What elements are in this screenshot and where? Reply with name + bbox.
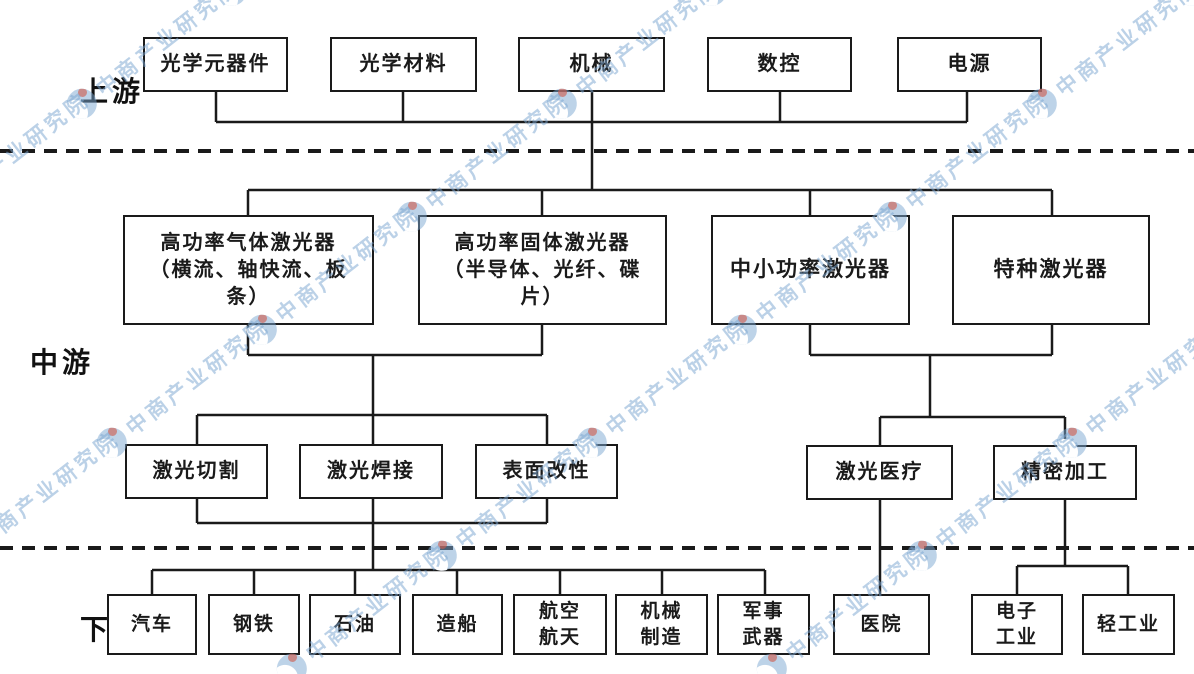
node-steel: 钢铁 [208,594,300,655]
stage-label-upstream: 上游 [80,76,145,107]
node-power-supply: 电源 [897,37,1042,92]
node-electronics-industry: 电子 工业 [971,594,1063,655]
upstream-connectors [214,92,969,190]
node-laser-medical: 激光医疗 [806,445,953,500]
node-optical-materials: 光学材料 [330,37,477,92]
node-petroleum: 石油 [309,594,401,655]
node-hospital: 医院 [833,594,930,655]
midstream-connectors [195,188,1130,594]
node-machinery: 机械 [518,37,665,92]
node-precision-machining: 精密加工 [993,445,1137,500]
node-shipbuilding: 造船 [412,594,503,655]
node-military-weapons: 军事 武器 [717,594,810,655]
node-high-power-solid-laser: 高功率固体激光器 （半导体、光纤、碟 片） [418,215,667,325]
node-mid-small-power-laser: 中小功率激光器 [711,215,910,325]
node-machinery-manufacturing: 机械 制造 [615,594,708,655]
node-high-power-gas-laser: 高功率气体激光器 （横流、轴快流、板 条） [123,215,374,325]
node-special-laser: 特种激光器 [952,215,1150,325]
node-optical-components: 光学元器件 [143,37,288,92]
node-light-industry: 轻工业 [1082,594,1175,655]
node-laser-welding: 激光焊接 [299,444,443,499]
node-aerospace: 航空 航天 [513,594,607,655]
downstream-connectors [150,568,767,594]
stage-label-midstream: 中游 [30,347,95,378]
node-laser-cutting: 激光切割 [125,444,268,499]
node-automobile: 汽车 [107,594,197,655]
node-cnc: 数控 [707,37,852,92]
node-surface-modification: 表面改性 [475,444,618,499]
